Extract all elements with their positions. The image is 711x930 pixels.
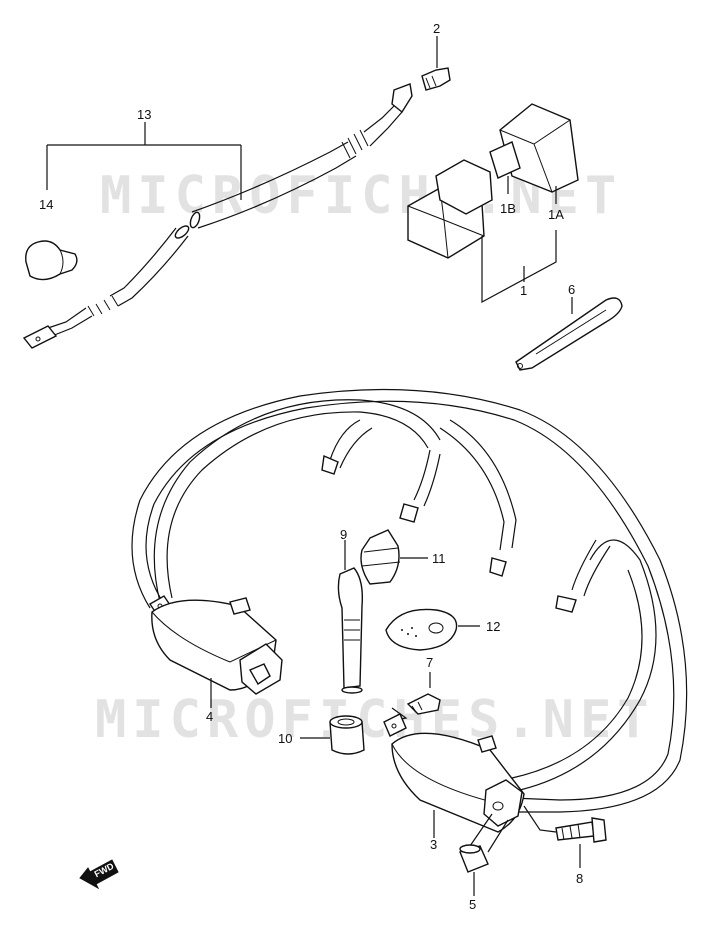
callout-12: 12	[486, 619, 501, 634]
watermark-bottom: MICROFICHES.NET	[95, 690, 655, 750]
callout-2: 2	[433, 21, 441, 36]
callout-1a: 1A	[548, 207, 564, 222]
coil-part-4	[149, 595, 283, 708]
bracket-part-6	[515, 297, 623, 371]
bolt-part-2	[421, 36, 451, 91]
coil-part-3	[383, 713, 525, 853]
leader-13	[46, 122, 242, 200]
callout-5: 5	[469, 897, 477, 912]
callout-7: 7	[426, 655, 434, 670]
screw-part-7	[385, 672, 441, 723]
callout-10: 10	[278, 731, 293, 746]
callout-1: 1	[520, 283, 528, 298]
callout-11: 11	[432, 551, 446, 566]
plug-cap-part-9	[337, 540, 364, 694]
callout-13: 13	[137, 107, 152, 122]
callout-14: 14	[39, 197, 54, 212]
callout-9: 9	[340, 527, 348, 542]
fwd-arrow-icon	[79, 859, 119, 890]
connector-part-11	[360, 529, 428, 585]
callout-1b: 1B	[500, 201, 516, 216]
connector-part-1	[407, 103, 579, 304]
callout-3: 3	[430, 837, 438, 852]
callout-4: 4	[206, 709, 214, 724]
cap-part-14	[25, 240, 78, 281]
callout-6: 6	[568, 282, 576, 297]
wire-part-13-upper	[189, 83, 413, 229]
bolt-part-8	[523, 805, 607, 868]
spacer-part-5	[459, 844, 489, 896]
cap-part-10	[300, 715, 365, 755]
grommet-part-12	[385, 608, 480, 651]
ignition-leads	[131, 388, 688, 813]
callout-8: 8	[576, 871, 584, 886]
wire-part-13-lower	[22, 225, 190, 349]
